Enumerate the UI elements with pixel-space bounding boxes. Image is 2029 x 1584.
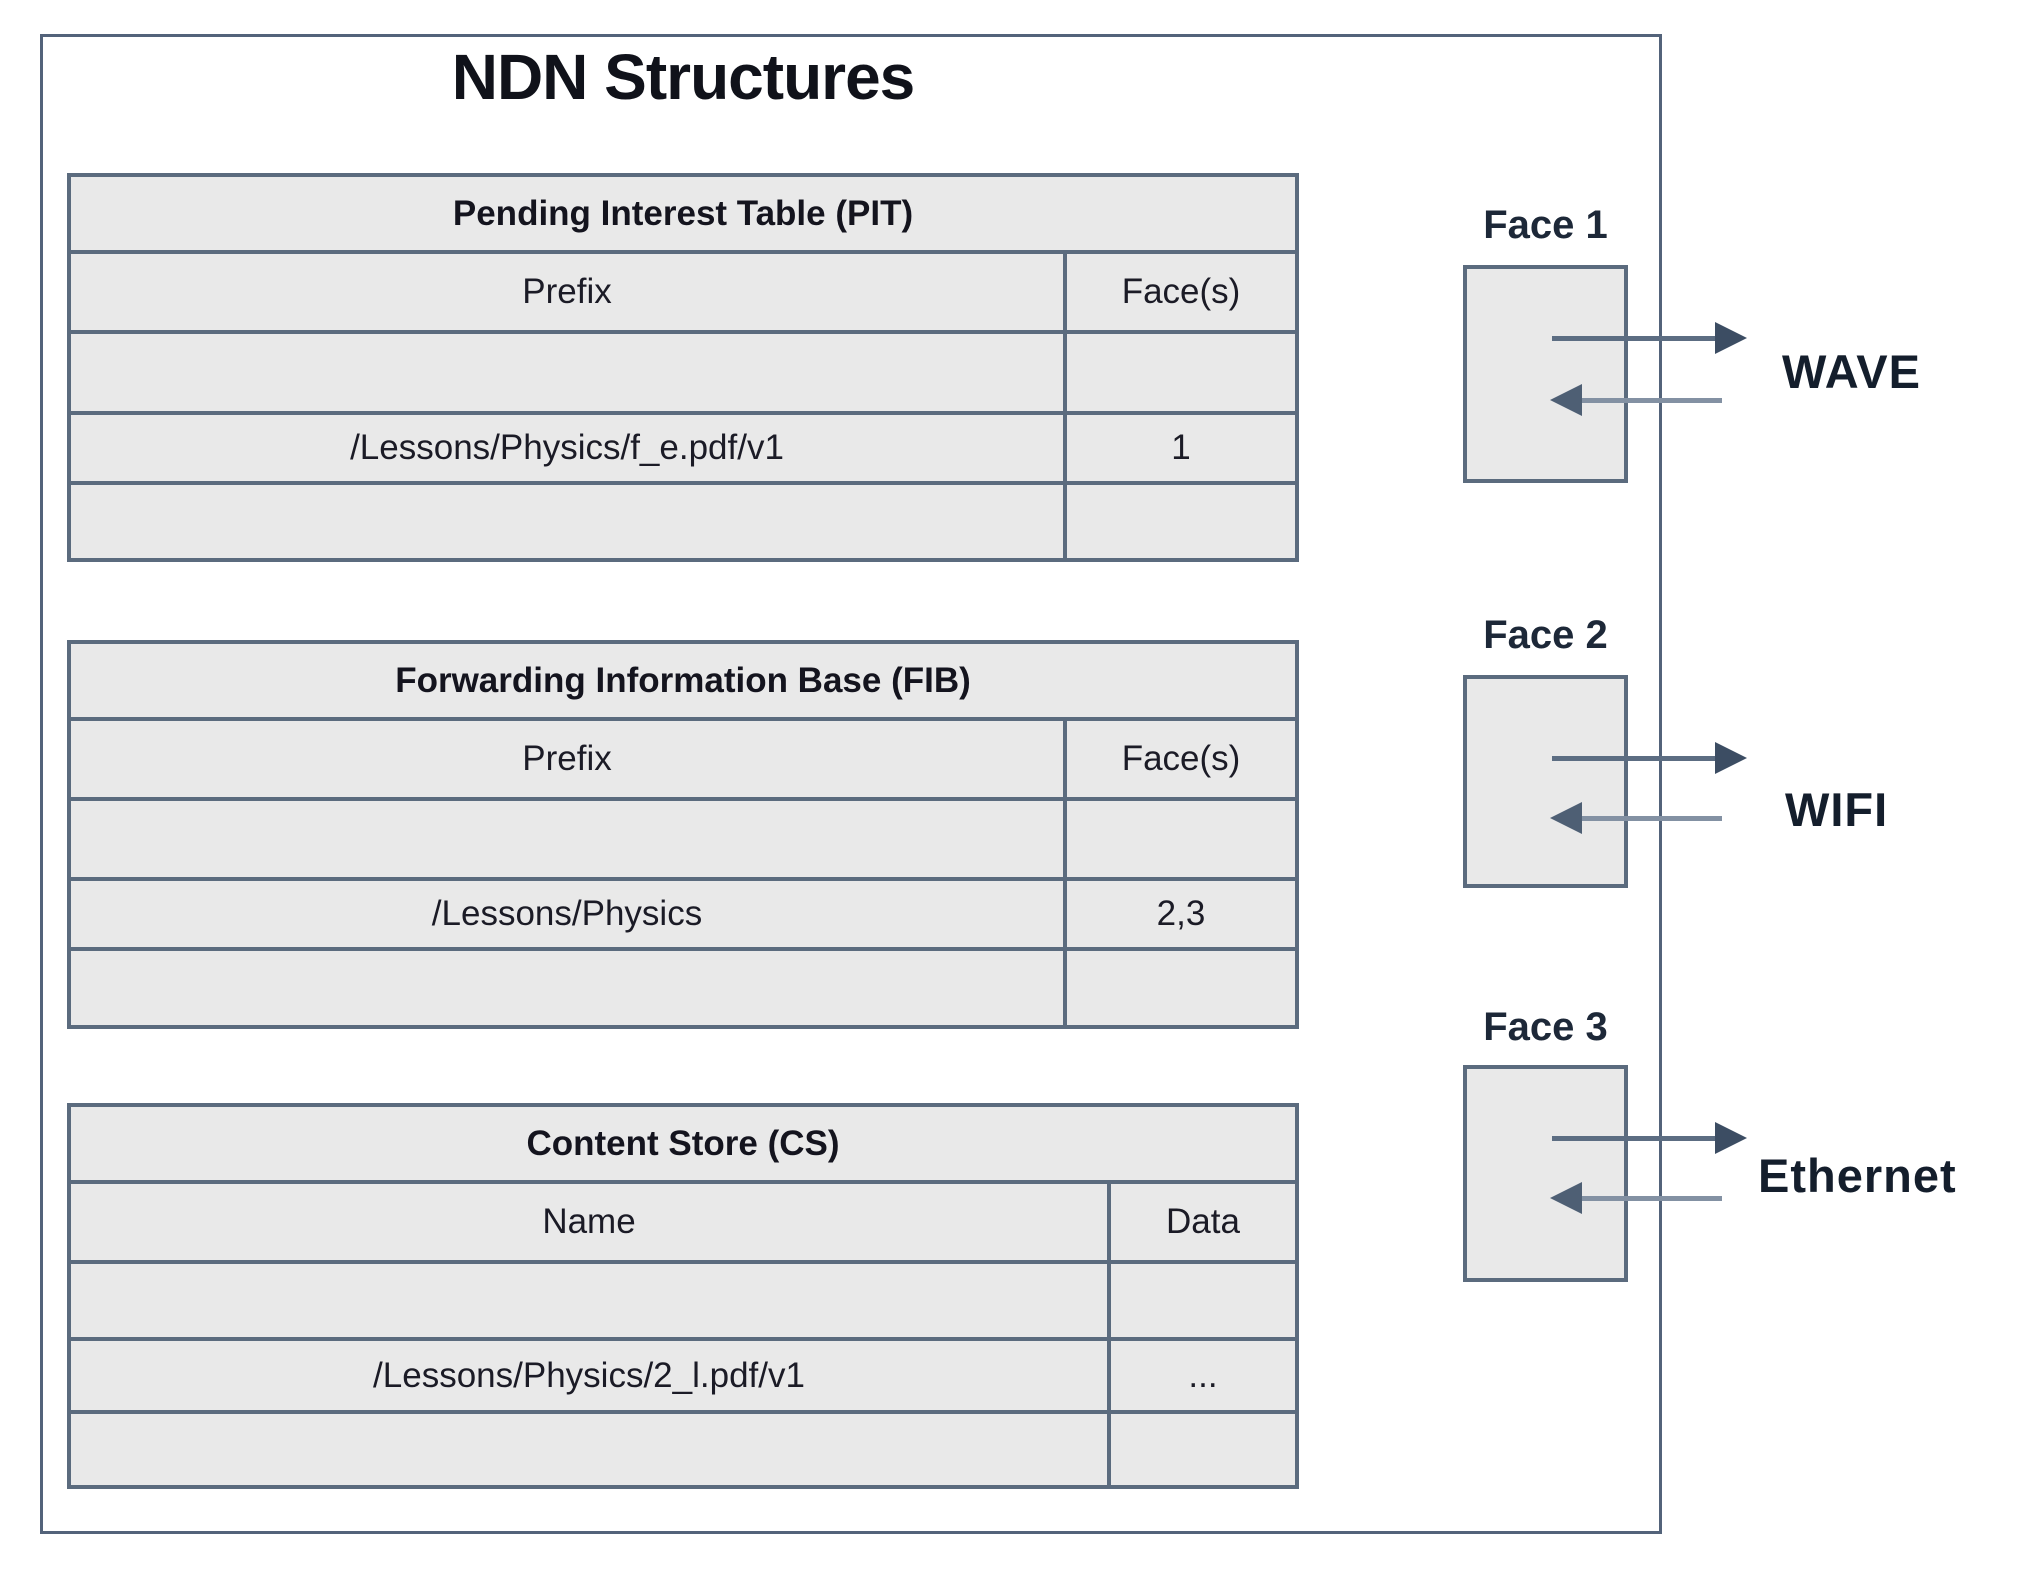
pit-row-empty-2 <box>71 485 1295 558</box>
cs-title-row: Content Store (CS) <box>71 1107 1295 1184</box>
fib-header-prefix: Prefix <box>71 721 1067 797</box>
face3-box <box>1463 1065 1628 1282</box>
cs-header-data: Data <box>1111 1184 1295 1260</box>
fib-row-empty-1 <box>71 801 1295 881</box>
fib-cell-prefix: /Lessons/Physics <box>71 881 1067 947</box>
cs-table-title: Content Store (CS) <box>71 1107 1295 1180</box>
cs-cell-data <box>1111 1264 1295 1337</box>
cs-row-entry: /Lessons/Physics/2_l.pdf/v1 ... <box>71 1341 1295 1414</box>
pit-cell-faces: 1 <box>1067 415 1295 481</box>
fib-row-entry: /Lessons/Physics 2,3 <box>71 881 1295 951</box>
fib-header-faces: Face(s) <box>1067 721 1295 797</box>
fib-cell-faces <box>1067 801 1295 877</box>
cs-row-empty-1 <box>71 1264 1295 1341</box>
face3-label: Face 3 <box>1483 1005 1608 1049</box>
cs-table: Content Store (CS) Name Data /Lessons/Ph… <box>67 1103 1299 1489</box>
fib-cell-faces <box>1067 951 1295 1025</box>
fib-cell-faces: 2,3 <box>1067 881 1295 947</box>
cs-header-row: Name Data <box>71 1184 1295 1264</box>
face1-label: Face 1 <box>1483 203 1608 247</box>
face2-box <box>1463 675 1628 888</box>
pit-title-row: Pending Interest Table (PIT) <box>71 177 1295 254</box>
cs-cell-data <box>1111 1414 1295 1485</box>
fib-row-empty-2 <box>71 951 1295 1025</box>
arrow-right-icon <box>1715 1122 1747 1154</box>
pit-header-row: Prefix Face(s) <box>71 254 1295 334</box>
fib-cell-prefix <box>71 951 1067 1025</box>
arrow-right-icon <box>1715 742 1747 774</box>
pit-header-prefix: Prefix <box>71 254 1067 330</box>
cs-cell-name <box>71 1264 1111 1337</box>
arrow-line <box>1552 1136 1715 1141</box>
cs-row-empty-2 <box>71 1414 1295 1485</box>
arrow-left-icon <box>1550 802 1582 834</box>
face1-box <box>1463 265 1628 483</box>
pit-cell-prefix <box>71 485 1067 558</box>
cs-header-name: Name <box>71 1184 1111 1260</box>
pit-header-faces: Face(s) <box>1067 254 1295 330</box>
arrow-left-icon <box>1550 384 1582 416</box>
cs-cell-name: /Lessons/Physics/2_l.pdf/v1 <box>71 1341 1111 1410</box>
fib-table: Forwarding Information Base (FIB) Prefix… <box>67 640 1299 1029</box>
arrow-line <box>1580 398 1722 403</box>
arrow-right-icon <box>1715 322 1747 354</box>
diagram-title: NDN Structures <box>451 41 916 113</box>
fib-header-row: Prefix Face(s) <box>71 721 1295 801</box>
pit-cell-faces <box>1067 485 1295 558</box>
fib-title-row: Forwarding Information Base (FIB) <box>71 644 1295 721</box>
arrow-line <box>1552 756 1715 761</box>
network-label-wave: WAVE <box>1782 345 1921 398</box>
pit-table: Pending Interest Table (PIT) Prefix Face… <box>67 173 1299 562</box>
network-label-wifi: WIFI <box>1785 783 1889 836</box>
face2-label: Face 2 <box>1483 613 1608 657</box>
arrow-left-icon <box>1550 1182 1582 1214</box>
pit-cell-prefix: /Lessons/Physics/f_e.pdf/v1 <box>71 415 1067 481</box>
arrow-line <box>1580 1196 1722 1201</box>
cs-cell-data: ... <box>1111 1341 1295 1410</box>
arrow-line <box>1580 816 1722 821</box>
fib-cell-prefix <box>71 801 1067 877</box>
pit-row-entry: /Lessons/Physics/f_e.pdf/v1 1 <box>71 415 1295 485</box>
pit-cell-faces <box>1067 334 1295 411</box>
arrow-line <box>1552 336 1715 341</box>
pit-cell-prefix <box>71 334 1067 411</box>
fib-table-title: Forwarding Information Base (FIB) <box>71 644 1295 717</box>
cs-cell-name <box>71 1414 1111 1485</box>
pit-table-title: Pending Interest Table (PIT) <box>71 177 1295 250</box>
network-label-ethernet: Ethernet <box>1758 1149 1957 1202</box>
pit-row-empty-1 <box>71 334 1295 415</box>
